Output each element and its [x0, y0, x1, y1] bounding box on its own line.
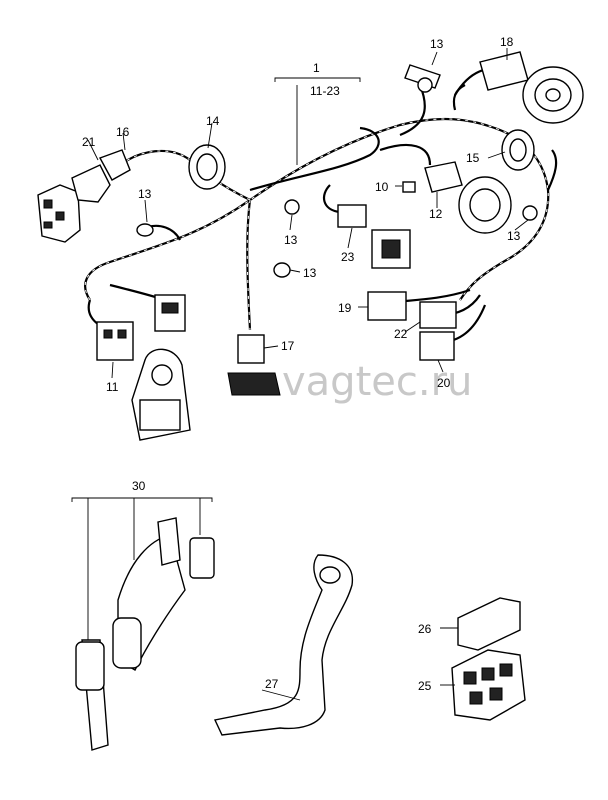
callout-17: 17	[281, 339, 295, 353]
callout-13-right: 13	[507, 229, 521, 243]
part-16-connector	[71, 149, 131, 203]
part-15-grommet	[501, 129, 535, 171]
part-14-grommet	[188, 144, 226, 190]
callout-13-top: 13	[430, 37, 444, 51]
part-17-connector	[237, 334, 265, 364]
speaker-top-right	[522, 66, 584, 124]
callout-1: 1	[313, 61, 320, 75]
part-26-cover	[457, 597, 521, 651]
part-18-connector	[479, 51, 529, 91]
callout-11: 11	[106, 380, 119, 394]
part-11-connector	[96, 321, 134, 361]
callout-13-left: 13	[138, 187, 152, 201]
callout-19: 19	[338, 301, 352, 315]
part-23-connector	[337, 204, 411, 269]
part-19-connector	[367, 291, 407, 321]
callout-21: 21	[82, 135, 96, 149]
callout-25: 25	[418, 679, 432, 693]
callout-23: 23	[341, 250, 355, 264]
leader-lines	[71, 48, 529, 701]
callout-13-lower: 13	[303, 266, 317, 280]
part-22-connector	[419, 301, 457, 329]
part-27-cable-guide	[213, 554, 354, 736]
callout-15: 15	[466, 151, 480, 165]
callout-22: 22	[394, 327, 408, 341]
part-21-connector-block	[37, 184, 81, 243]
speaker-middle	[458, 176, 512, 234]
callout-13-center: 13	[284, 233, 298, 247]
callout-26: 26	[418, 622, 432, 636]
callout-12: 12	[429, 207, 443, 221]
callout-20: 20	[437, 376, 451, 390]
part-30-door-boot	[75, 517, 215, 751]
callout-16: 16	[116, 125, 130, 139]
callout-14: 14	[206, 114, 220, 128]
watermark-text: vagtec.ru	[282, 359, 472, 405]
part-20-connector	[419, 331, 455, 361]
callout-18: 18	[500, 35, 514, 49]
connector-center-left	[154, 294, 186, 332]
part-25-relay-box	[451, 649, 526, 721]
plug-black	[227, 372, 281, 396]
callout-10: 10	[375, 180, 389, 194]
callout-1-range: 11-23	[310, 84, 340, 98]
callout-27: 27	[265, 677, 279, 691]
actuator-motor	[131, 348, 191, 441]
part-10-clip	[402, 181, 416, 193]
part-12-connector	[424, 161, 463, 193]
callout-30: 30	[132, 479, 146, 493]
callout-labels: 1 11-23 21 16 14 13 13 13 13 13 18 15 10…	[82, 35, 521, 693]
part-13-clips	[136, 64, 538, 278]
